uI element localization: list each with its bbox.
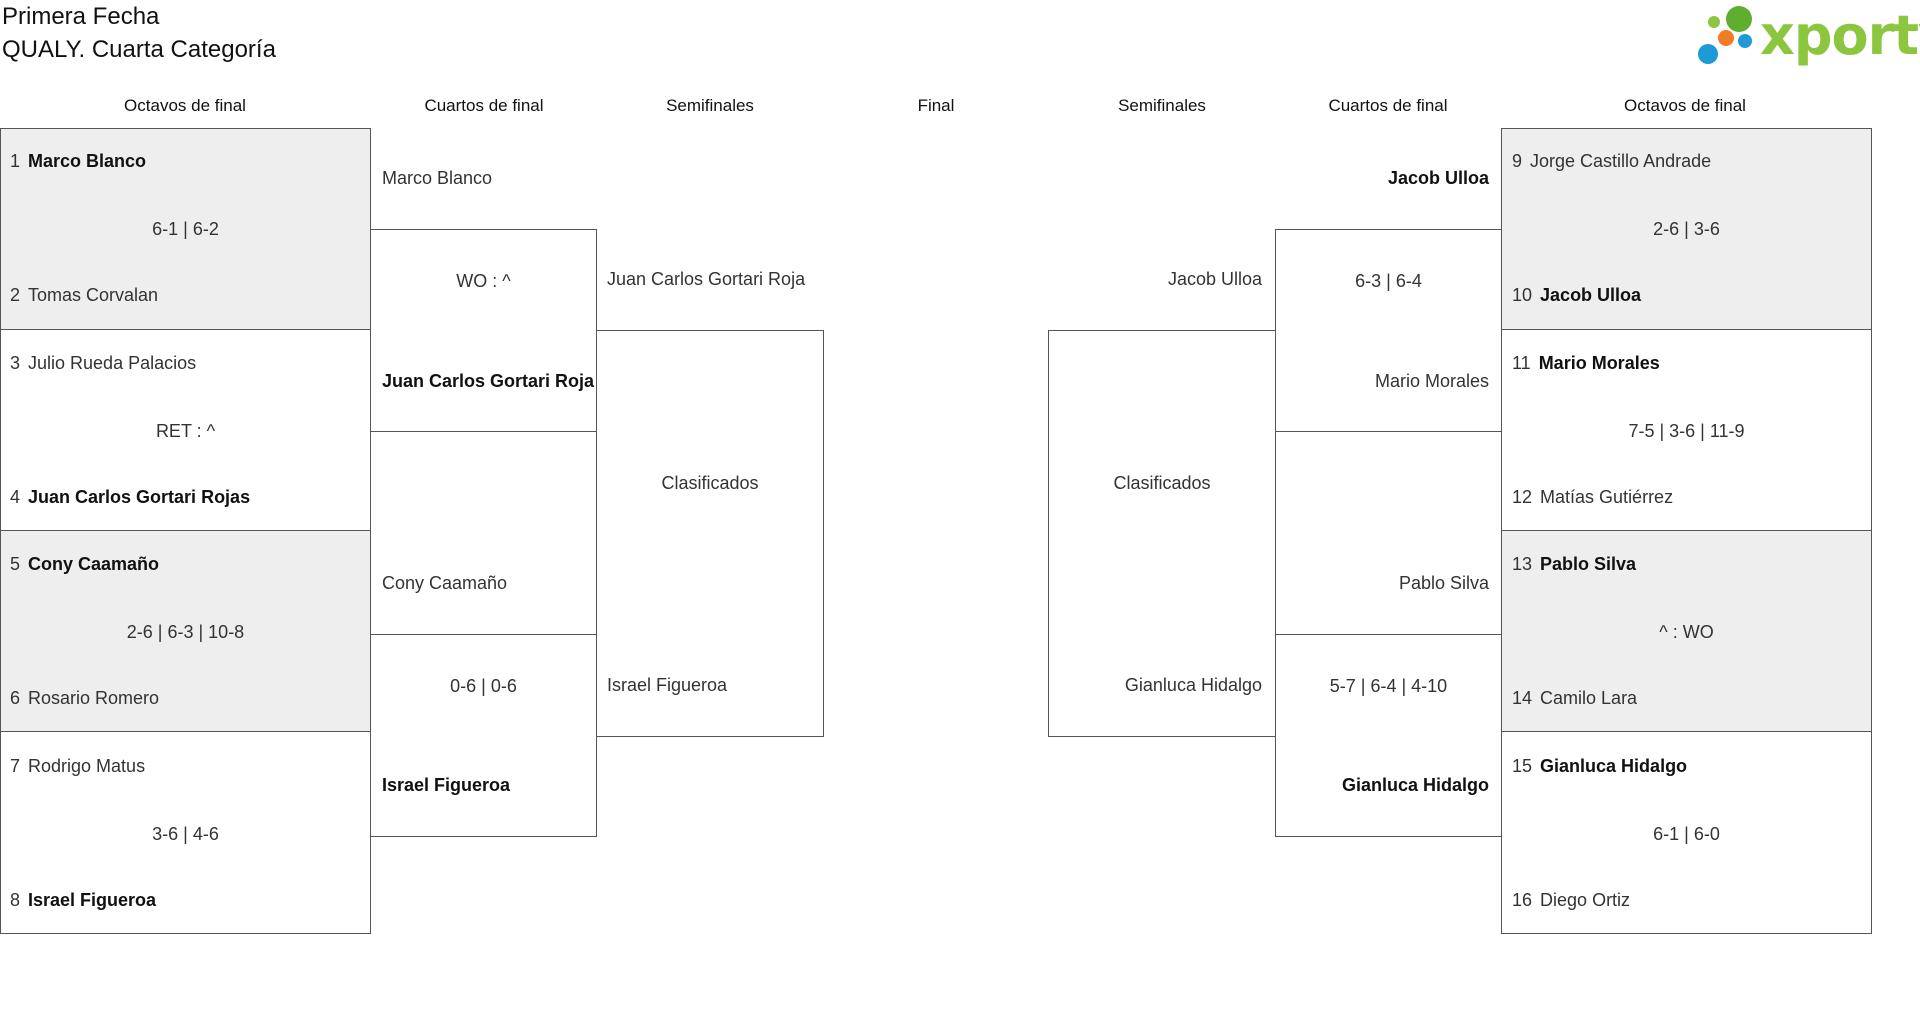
left-r16-3-score: 2-6 | 6-3 | 10-8 — [126, 622, 245, 642]
right-r16-4-score: 6-1 | 6-0 — [1653, 824, 1720, 844]
left-r16-match-1 — [0, 128, 371, 330]
right-qf-1-score: 6-3 | 6-4 — [1355, 271, 1422, 291]
logo-dot-blue — [1698, 44, 1718, 64]
logo-dot-orange — [1718, 30, 1734, 46]
logo-dot-green — [1708, 16, 1720, 28]
right-r16-3-score: ^ : WO — [1659, 622, 1714, 642]
logo-dot-dark-green — [1726, 6, 1752, 32]
right-qf-2-score: 5-7 | 6-4 | 4-10 — [1329, 676, 1448, 696]
right-sf-bottom: Gianluca Hidalgo — [1124, 675, 1262, 695]
right-r16-1-score: 2-6 | 3-6 — [1653, 219, 1720, 239]
right-sf-label: Clasificados — [1113, 473, 1211, 493]
right-qf-match-2 — [1275, 634, 1502, 837]
left-sf-top: Juan Carlos Gortari Roja — [607, 269, 806, 289]
col-header-left-qf: Cuartos de final — [424, 96, 544, 115]
col-header-final: Final — [917, 96, 955, 115]
left-r16-2-score: RET : ^ — [155, 421, 216, 441]
left-r16-1-score: 6-1 | 6-2 — [152, 219, 219, 239]
right-qf-2-bottom: Gianluca Hidalgo — [1341, 775, 1489, 795]
right-sf-top: Jacob Ulloa — [1167, 269, 1262, 289]
col-header-right-r16: Octavos de final — [1624, 96, 1746, 115]
right-qf-match-1 — [1275, 229, 1502, 432]
logo-text: xporty — [1760, 4, 1920, 67]
right-r16-2-score: 7-5 | 3-6 | 11-9 — [1628, 421, 1745, 441]
right-r16-match-1 — [1501, 128, 1872, 330]
right-r16-match-4 — [1501, 731, 1872, 934]
left-sf-bottom: Israel Figueroa — [607, 675, 728, 695]
col-header-left-r16: Octavos de final — [124, 96, 246, 115]
xporty-logo: xporty — [1696, 4, 1920, 68]
left-qf-1-score: WO : ^ — [456, 271, 511, 291]
left-qf-2-top: Cony Caamaño — [382, 573, 508, 593]
logo-dot-blue-small — [1738, 34, 1752, 48]
left-qf-match-1 — [370, 229, 597, 432]
right-qf-1-bottom: Mario Morales — [1374, 371, 1489, 391]
col-header-right-sf: Semifinales — [1118, 96, 1206, 115]
col-header-left-sf: Semifinales — [666, 96, 754, 115]
right-sf-match — [1048, 330, 1276, 737]
col-header-right-qf: Cuartos de final — [1328, 96, 1448, 115]
left-qf-2-score: 0-6 | 0-6 — [450, 676, 517, 696]
page-title: Primera Fecha — [2, 3, 160, 30]
left-qf-1-bottom: Juan Carlos Gortari Roja — [382, 371, 595, 391]
left-r16-4-score: 3-6 | 4-6 — [152, 824, 219, 844]
left-sf-label: Clasificados — [661, 473, 759, 493]
page-subtitle: QUALY. Cuarta Categoría — [2, 36, 276, 63]
right-r16-match-3 — [1501, 530, 1872, 732]
left-qf-2-bottom: Israel Figueroa — [382, 775, 511, 795]
right-qf-2-top: Pablo Silva — [1398, 573, 1489, 593]
right-qf-1-top: Jacob Ulloa — [1387, 168, 1489, 188]
left-qf-1-top: Marco Blanco — [382, 168, 493, 188]
left-r16-match-3 — [0, 530, 371, 732]
left-sf-match — [596, 330, 824, 737]
left-qf-match-2 — [370, 634, 597, 837]
